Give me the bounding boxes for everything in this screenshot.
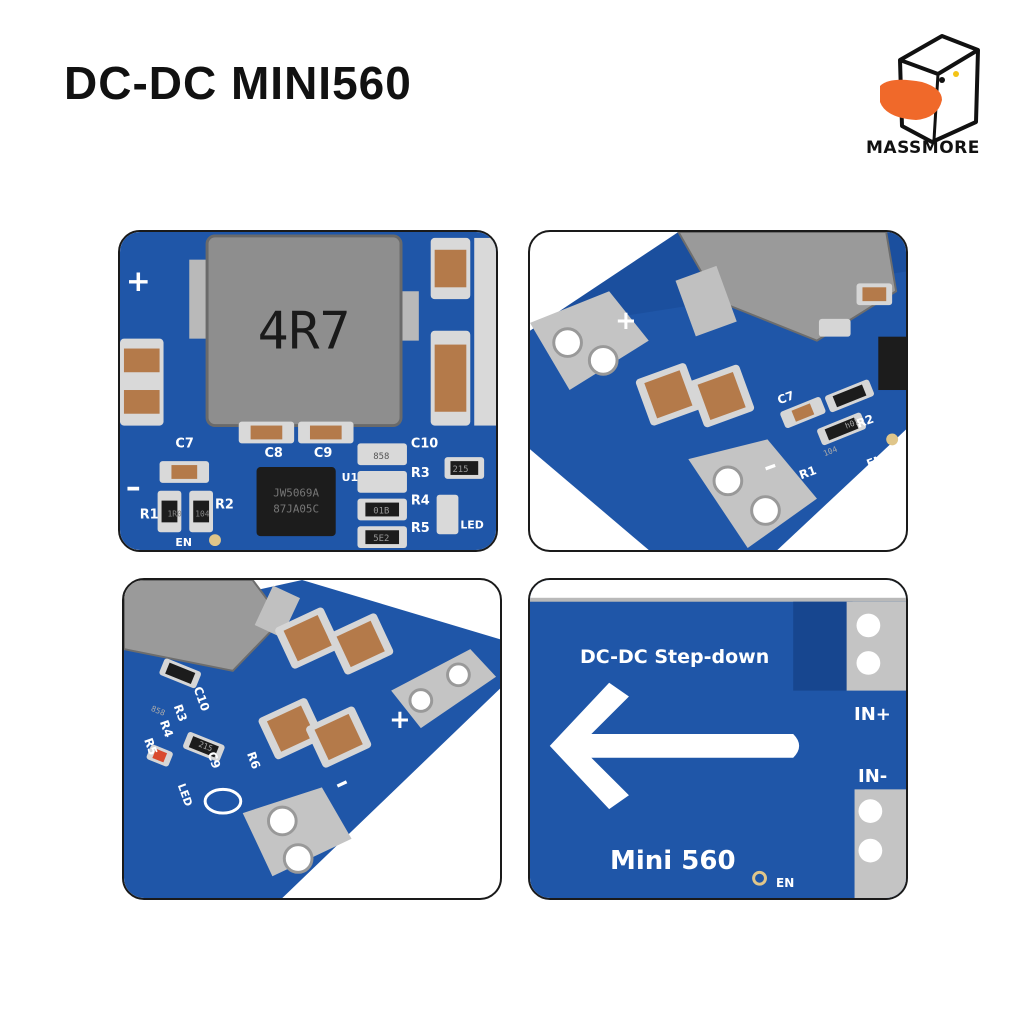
chip-marking-line2: 87JA05C [273,502,319,515]
minus-marking: – [126,469,141,504]
arrow-left-icon [549,682,800,810]
label-c9: C9 [204,750,223,771]
resistor-code-d: 5E2 [373,534,389,544]
board-back-side: DC-DC Step-down IN+ IN- Mini 560 EN [528,578,908,900]
resistor-code-c: 01B [373,506,389,516]
brand-name: MASSMORE [866,138,980,158]
label-r3: R3 [171,702,190,723]
label-c7: C7 [175,436,193,451]
label-r1: R1 [140,507,159,522]
model-name: Mini 560 [610,846,736,876]
label-r6: R6 [244,750,263,771]
chip-marking-line1: JW5069A [273,487,319,500]
plus-marking: + [615,306,637,336]
resistor-code-a: 215 [452,465,468,475]
label-r5: R5 [411,521,430,536]
massmore-logo [880,34,980,144]
label-in-minus: IN- [858,766,888,787]
label-r1: R1 [797,463,818,482]
value-r1: 1R0 [167,509,182,518]
board-heading: DC-DC Step-down [580,646,770,668]
label-c10: C10 [411,436,438,451]
label-r2: R2 [215,498,234,513]
label-en: EN [175,536,192,549]
label-r4: R4 [157,718,176,739]
label-r4: R4 [411,494,430,509]
resistor-code-b: 858 [373,452,389,462]
label-r3: R3 [411,466,430,481]
label-c7: C7 [775,388,796,407]
label-r5: R5 [141,736,160,757]
board-closeup-bottom-left: + – C10 R3 R4 R5 R6 C9 LED 858 215 [122,578,502,900]
label-r2: R2 [855,412,876,431]
page-title: DC-DC MINI560 [64,57,412,109]
label-en: EN [776,876,795,890]
label-c9: C9 [314,446,332,461]
plus-marking: + [389,705,411,735]
label-en: EN [865,453,885,471]
board-closeup-top-left: 4R7 JW5069A 87JA05C [118,230,498,552]
value-r2: 104 [195,509,210,518]
label-in-plus: IN+ [854,704,891,725]
label-u1: U1 [342,471,358,484]
board-closeup-top-right: + – C7 R1 R2 EN 104 h01 [528,230,908,552]
label-led: LED [460,518,483,531]
inductor-code: 4R7 [258,302,351,362]
plus-marking: + [126,263,151,298]
label-c8: C8 [264,446,282,461]
